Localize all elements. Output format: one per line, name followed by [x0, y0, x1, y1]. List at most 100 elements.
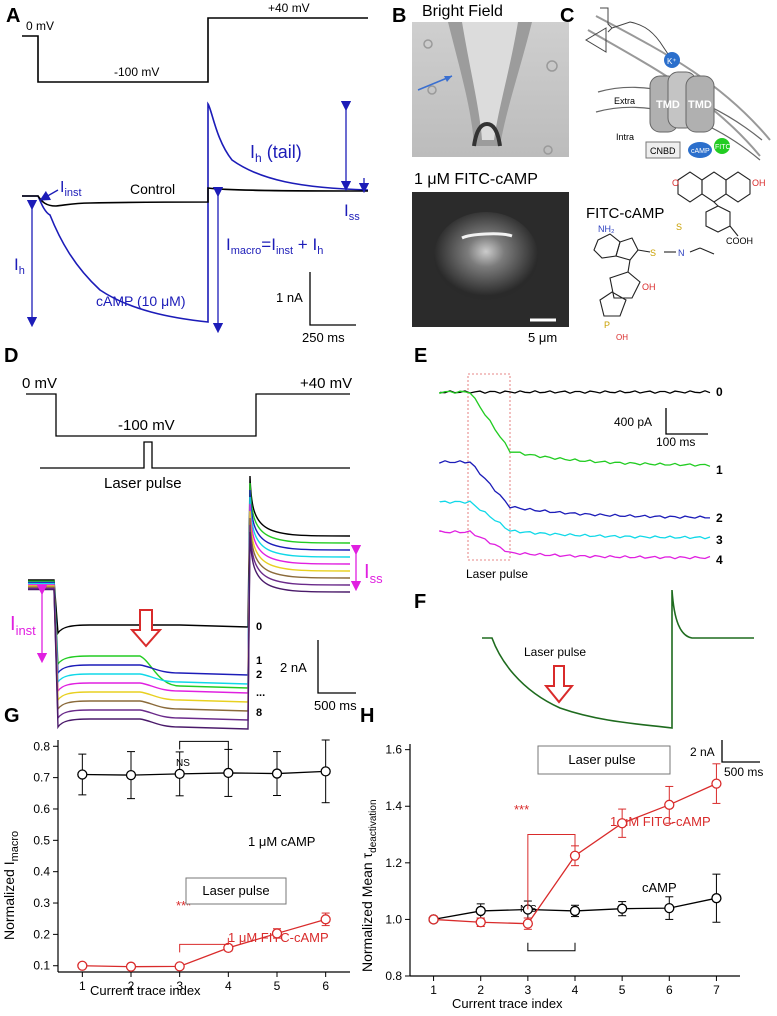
a-trace-control	[22, 187, 369, 207]
d-voltage-protocol	[26, 393, 350, 437]
e-trace-label-3: 3	[716, 533, 723, 547]
c-cooh-label: COOH	[726, 236, 753, 246]
a-tail-label: Ih (tail)	[250, 142, 302, 165]
h-legend-box	[537, 745, 671, 775]
g-x-tick-label: 2	[128, 979, 135, 993]
e-trace-3	[439, 500, 711, 540]
c-oh3-label: OH	[616, 333, 628, 342]
h-point	[569, 905, 581, 917]
h-x-tick-label: 6	[666, 983, 673, 997]
f-trace	[482, 589, 754, 729]
g-x-tick-label: 1	[79, 979, 86, 993]
h-point	[522, 918, 534, 929]
h-x-tick-label: 3	[525, 983, 532, 997]
d-laser-protocol	[40, 441, 350, 469]
d-trace-5	[28, 510, 351, 703]
c-extra-label: Extra	[614, 96, 635, 106]
c-camp-blob	[688, 142, 712, 158]
e-trace-2	[439, 460, 711, 519]
d-trace-label-1: 1	[256, 655, 262, 667]
e-trace-label-1: 1	[716, 463, 723, 477]
c-tmd-2	[685, 75, 715, 133]
g-point	[125, 769, 137, 781]
panel-letter-c: C	[560, 5, 574, 27]
d-label-pos40mv: +40 mV	[300, 375, 352, 392]
e-trace-label-4: 4	[716, 553, 723, 567]
d-scalebar	[317, 640, 356, 694]
e-trace-1	[439, 390, 711, 467]
a-ih-label: Ih	[14, 255, 25, 277]
b-scalebar-label: 5 μm	[528, 330, 557, 345]
g-point	[174, 768, 185, 780]
panel-letter-b: B	[392, 5, 406, 27]
h-point	[475, 917, 486, 928]
a-voltage-protocol	[22, 17, 368, 83]
h-point	[664, 902, 675, 914]
a-label-pos40mv: +40 mV	[268, 1, 310, 15]
d-trace-label-8: 8	[256, 707, 262, 719]
h-point	[616, 818, 628, 829]
panel-letter-a: A	[6, 5, 20, 27]
h-point	[428, 914, 439, 925]
h-legend-box-label: Laser pulse	[568, 752, 635, 767]
a-camp-label: cAMP (10 μM)	[96, 293, 186, 309]
panel-a: 0 mV -100 mV +40 mV Iinst Control Ih cAM…	[14, 1, 370, 345]
e-scalebar-y: 400 pA	[614, 415, 652, 429]
g-y-tick-label: 0.7	[33, 771, 50, 785]
h-point	[569, 850, 581, 861]
c-amplifier	[600, 7, 613, 33]
g-point	[125, 961, 137, 972]
d-trace-label-2: 2	[256, 669, 262, 681]
d-trace-label-0: 0	[256, 621, 262, 633]
a-label-0mv: 0 mV	[26, 19, 54, 33]
f-laser-label: Laser pulse	[524, 645, 586, 659]
g-ns-bracket	[179, 740, 229, 750]
g-point	[320, 766, 331, 777]
h-x-tick-label: 1	[430, 983, 437, 997]
c-s-label: S	[650, 248, 656, 258]
h-point	[711, 893, 722, 904]
d-laser-arrow	[129, 609, 163, 648]
h-point	[711, 778, 722, 789]
d-iinst-label: Iinst	[10, 613, 36, 638]
chart-g: Current trace index Normalized Imacro 1 …	[1, 739, 350, 998]
g-ylabel: Normalized Imacro	[1, 831, 21, 940]
e-scalebar-x: 100 ms	[656, 435, 695, 449]
h-point	[616, 903, 628, 914]
c-fitc-star	[714, 138, 730, 154]
d-trace-4	[28, 503, 351, 694]
svg-text:cAMP: cAMP	[691, 148, 710, 155]
g-y-tick-label: 0.3	[33, 896, 50, 910]
c-o-label: O	[672, 178, 679, 188]
c-chemical-structure	[593, 171, 751, 317]
g-y-tick-label: 0.6	[33, 802, 50, 816]
f-scalebar-y: 2 nA	[690, 745, 715, 759]
g-y-tick-label: 0.5	[33, 833, 50, 847]
d-trace-7	[28, 524, 351, 721]
e-trace-4	[439, 530, 711, 560]
g-point	[223, 767, 234, 779]
h-point	[664, 799, 675, 810]
g-x-tick-label: 3	[176, 979, 183, 993]
h-y-tick-label: 1.4	[385, 799, 402, 813]
c-intra-label: Intra	[616, 132, 634, 142]
h-ns-bracket	[527, 942, 576, 952]
e-laser-label: Laser pulse	[466, 567, 528, 581]
d-trace-8	[28, 531, 351, 730]
a-scalebar-y: 1 nA	[276, 290, 303, 305]
e-trace-label-0: 0	[716, 385, 723, 399]
svg-text:FITC: FITC	[715, 144, 731, 151]
d-laser-label: Laser pulse	[104, 475, 182, 492]
c-cnbd-box	[645, 141, 681, 159]
d-trace-2	[28, 489, 351, 676]
f-scalebar	[721, 740, 760, 763]
a-trace-camp	[22, 101, 369, 323]
panel-f: Laser pulse 2 nA 500 ms	[482, 589, 763, 779]
a-iinst-arrow	[39, 189, 59, 201]
f-laser-arrow	[543, 665, 575, 704]
h-y-tick-label: 0.8	[385, 969, 402, 983]
panel-e: 0 1 2 3 4 400 pA 100 ms Laser pulse	[439, 373, 723, 581]
g-series-1-line	[82, 918, 326, 968]
d-trace-0	[28, 475, 351, 636]
chart-h: Current trace index Normalized Mean τdea…	[359, 743, 740, 1011]
